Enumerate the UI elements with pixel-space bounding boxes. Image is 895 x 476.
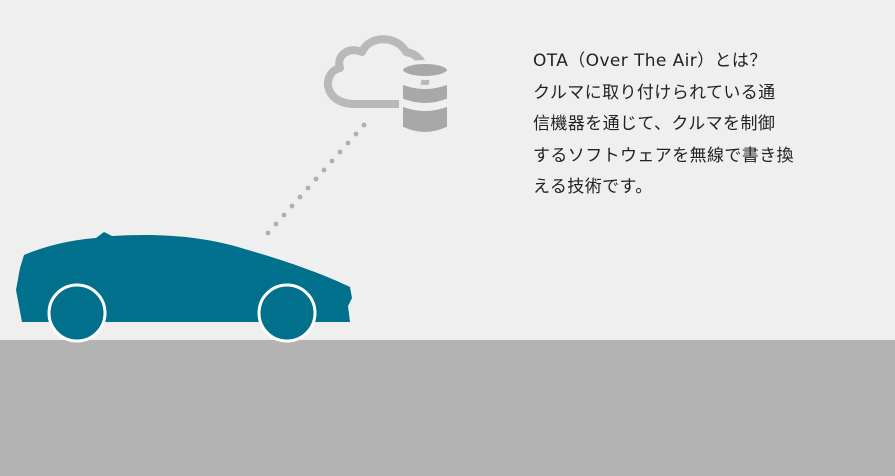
caption-heading: OTA（Over The Air）とは？ [533,51,767,71]
car-silhouette [16,232,352,343]
caption-line: 信機器を通じて、クルマを制御 [533,114,776,134]
caption-line: するソフトウェアを無線で書き換 [533,145,794,166]
database-icon [399,60,451,136]
caption-line: クルマに取り付けられている通 [533,82,776,103]
ground [0,340,895,476]
signal-dots [265,122,367,236]
caption-line: える技術です。 [533,177,653,197]
ota-description: OTA（Over The Air）とは？ クルマに取り付けられている通 信機器を… [533,46,863,204]
